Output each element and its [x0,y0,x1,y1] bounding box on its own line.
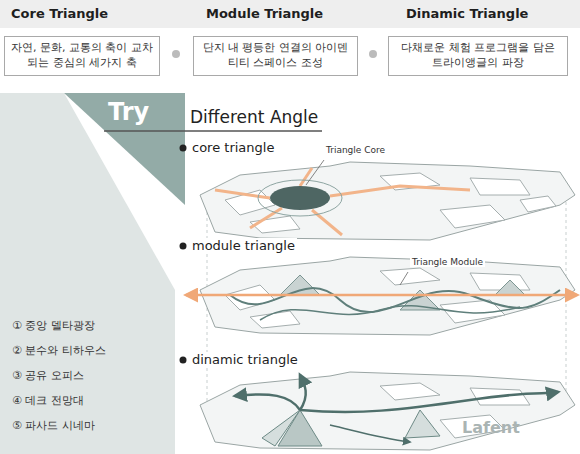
callout-label: Triangle Core [324,145,387,155]
description-box: Dinamic Triangle다채로운 체험 프로그램을 담은 트라이앵글의 … [388,36,568,76]
module-plate [186,257,577,335]
box-text: 단지 내 평등한 연결의 아이덴티티 스페이스 조성 [194,39,357,73]
title-text: Different Angle [190,107,318,127]
section-label: module triangle [190,238,297,253]
bullet [180,243,187,250]
column-heading: Dinamic Triangle [406,6,528,21]
box-text: 다채로운 체험 프로그램을 담은 트라이앵글의 파장 [389,39,567,73]
core-plate [200,160,575,240]
bullet [180,357,187,364]
box-text: 자연, 문화, 교통의 축이 교차되는 중심의 세가지 축 [5,39,159,73]
list-item: ⑤ 파사드 시네마 [12,418,95,433]
title-triangle [64,93,185,205]
list-item: ① 중앙 델타광장 [12,318,95,333]
column-heading: Module Triangle [206,6,323,21]
separator-dot [369,50,377,58]
separator-dot [172,50,180,58]
description-box: Core Triangle자연, 문화, 교통의 축이 교차되는 중심의 세가지… [4,36,160,76]
description-box: Module Triangle단지 내 평등한 연결의 아이덴티티 스페이스 조… [193,36,358,76]
section-label: dinamic triangle [190,352,300,367]
title-word: Try [108,98,149,126]
title-underline [104,130,322,131]
list-item: ④ 데크 전망대 [12,393,84,408]
column-heading: Core Triangle [11,6,108,21]
bullet [180,145,187,152]
list-item: ② 분수와 티하우스 [12,343,106,358]
header-band [0,0,580,28]
watermark: Lafent [462,418,520,437]
list-item: ③ 공유 오피스 [12,368,84,383]
dinamic-plate [200,372,575,450]
section-label: core triangle [190,140,276,155]
callout-label: Triangle Module [410,257,485,267]
